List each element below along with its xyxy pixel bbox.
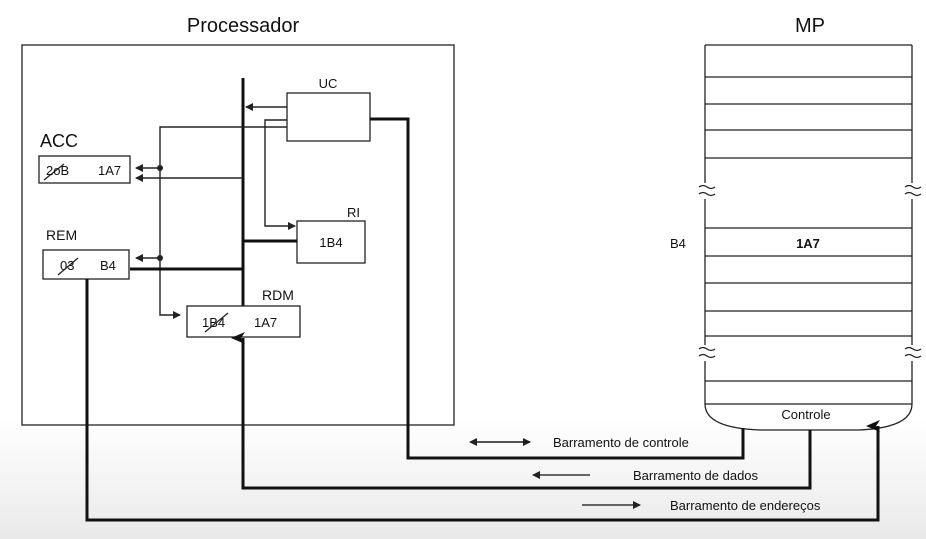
acc-box — [38, 155, 131, 184]
uc-box — [286, 92, 371, 142]
ri-value: 1B4 — [319, 235, 342, 250]
rem-value: B4 — [100, 258, 116, 273]
memory-address-label: B4 — [670, 236, 686, 251]
processor-boundary — [21, 44, 455, 426]
ri-box — [296, 220, 366, 264]
rem-old-value: 03 — [60, 258, 74, 273]
data-bus-line — [231, 332, 812, 490]
rdm-strike — [204, 312, 229, 333]
uc-label: UC — [319, 76, 338, 91]
rem-box — [42, 249, 130, 280]
rdm-label: RDM — [262, 287, 294, 303]
rdm-value: 1A7 — [254, 315, 277, 330]
acc-value: 1A7 — [98, 163, 121, 178]
address-bus-line — [85, 279, 880, 522]
memory-title: MP — [795, 15, 825, 37]
rem-label: REM — [46, 227, 77, 243]
ri-label: RI — [347, 205, 360, 220]
control-bus-label: Barramento de controle — [553, 435, 689, 450]
acc-strike — [43, 163, 65, 181]
uc-control-wire-ri — [264, 119, 296, 230]
memory-control-label: Controle — [781, 407, 830, 422]
control-bus-line — [370, 117, 745, 460]
memory-body — [698, 44, 922, 431]
acc-label: ACC — [40, 131, 78, 151]
memory-cell-value: 1A7 — [796, 236, 820, 251]
uc-control-wire-rdm — [159, 126, 287, 319]
address-bus-label: Barramento de endereços — [670, 498, 821, 513]
rdm-old-value: 1B4 — [202, 315, 225, 330]
rem-strike — [57, 257, 79, 276]
data-bus-label: Barramento de dados — [633, 468, 759, 483]
processor-title: Processador — [187, 15, 300, 37]
